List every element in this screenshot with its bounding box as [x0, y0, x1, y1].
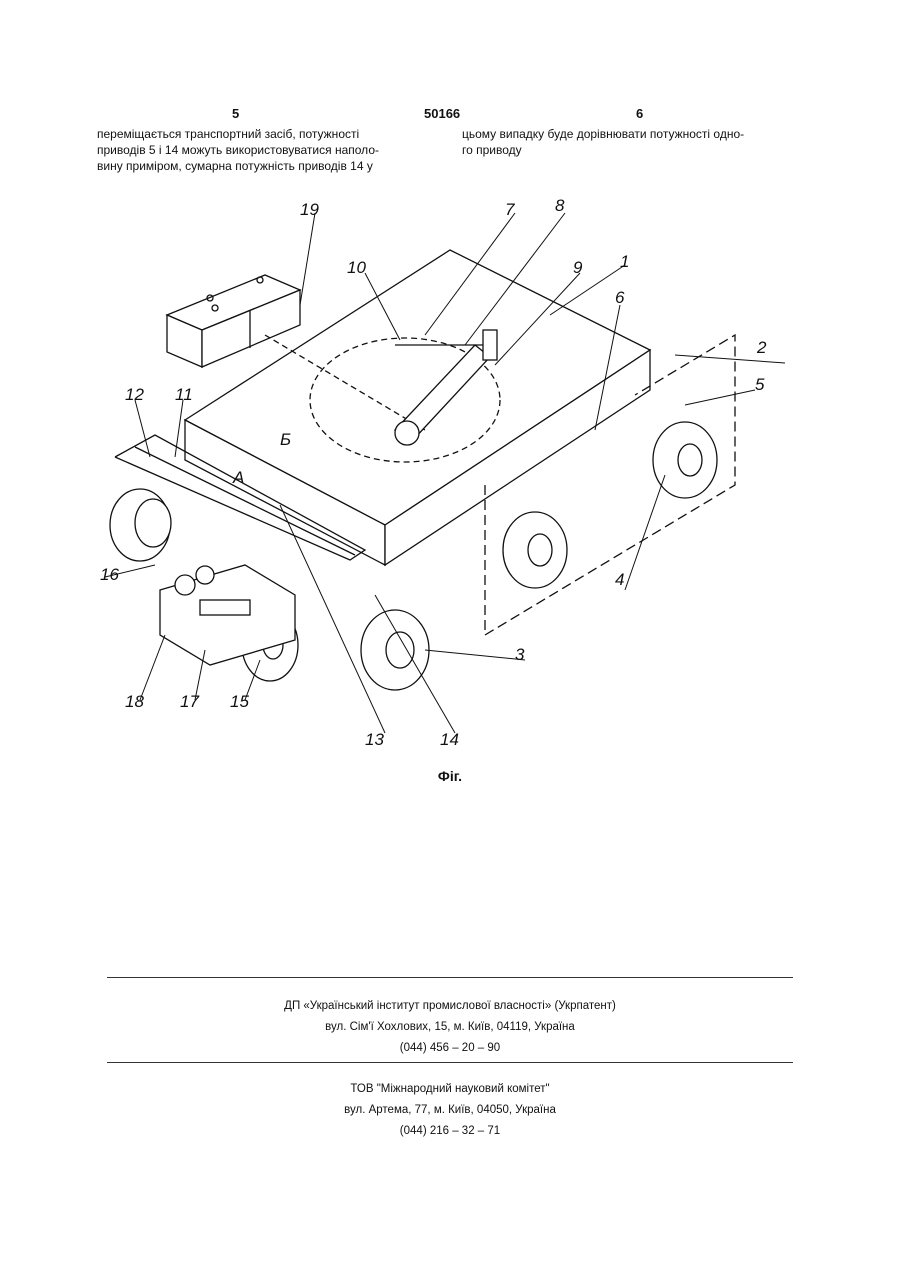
org2-phone: (044) 216 – 32 – 71 [0, 1125, 900, 1137]
label-3: 3 [515, 645, 525, 664]
text-column-right: цьому випадку буде дорівнювати потужност… [462, 126, 792, 158]
label-7: 7 [505, 200, 515, 219]
label-1: 1 [620, 252, 629, 271]
patent-number: 50166 [424, 106, 460, 121]
divider [107, 1062, 793, 1063]
label-19: 19 [300, 200, 319, 219]
label-4: 4 [615, 570, 624, 589]
label-10: 10 [347, 258, 366, 277]
text-line: переміщається транспортний засіб, потужн… [97, 126, 423, 142]
text-line: приводів 5 і 14 можуть використовуватися… [97, 142, 423, 158]
patent-drawing: 19 7 8 10 9 1 6 2 5 12 11 Б А 4 16 3 18 … [95, 195, 795, 755]
org1-name: ДП «Український інститут промислової вла… [0, 1000, 900, 1012]
label-B: Б [280, 430, 291, 449]
org1-address: вул. Сім'ї Хохлових, 15, м. Київ, 04119,… [0, 1021, 900, 1033]
label-A: А [232, 468, 244, 487]
figure-caption: Фіг. [0, 768, 900, 784]
label-11: 11 [175, 385, 193, 404]
battery-block [167, 275, 300, 367]
text-column-left: переміщається транспортний засіб, потужн… [97, 126, 423, 174]
label-9: 9 [573, 258, 583, 277]
label-13: 13 [365, 730, 384, 749]
org2-address: вул. Артема, 77, м. Київ, 04050, Україна [0, 1104, 900, 1116]
org2-name: ТОВ "Міжнародний науковий комітет" [0, 1083, 900, 1095]
org1-phone: (044) 456 – 20 – 90 [0, 1042, 900, 1054]
label-8: 8 [555, 196, 565, 215]
label-14: 14 [440, 730, 459, 749]
label-5: 5 [755, 375, 765, 394]
text-line: вину приміром, сумарна потужність привод… [97, 158, 423, 174]
label-17: 17 [180, 692, 199, 711]
label-6: 6 [615, 288, 625, 307]
label-15: 15 [230, 692, 249, 711]
label-16: 16 [100, 565, 119, 584]
divider [107, 977, 793, 978]
label-12: 12 [125, 385, 144, 404]
text-line: цьому випадку буде дорівнювати потужност… [462, 126, 792, 142]
label-18: 18 [125, 692, 144, 711]
label-2: 2 [756, 338, 767, 357]
page-number-right: 6 [636, 106, 643, 121]
text-line: го приводу [462, 142, 792, 158]
page-number-left: 5 [232, 106, 239, 121]
